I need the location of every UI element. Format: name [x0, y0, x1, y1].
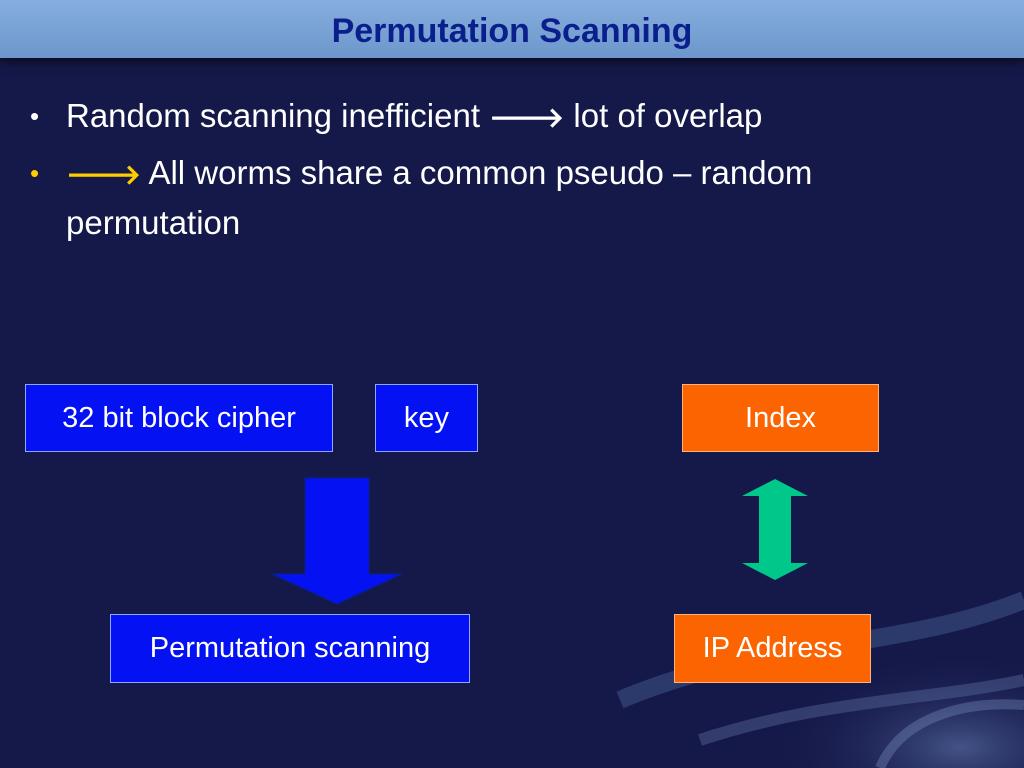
title-bar: Permutation Scanning: [0, 0, 1024, 58]
key-box-label: key: [403, 401, 450, 434]
ip-address-label: IP Address: [702, 632, 843, 664]
bullet-text: All worms share a common pseudo – random…: [66, 154, 813, 241]
slide-title: Permutation Scanning: [331, 12, 693, 50]
bullet-lead-text: Random scanning inefficient: [66, 97, 480, 134]
bullet-item: • 🡒 All worms share a common pseudo – ra…: [28, 149, 988, 247]
permutation-scanning-box: Permutation scanning: [110, 614, 470, 683]
right-arrow-icon: 🡒: [66, 159, 142, 190]
bullet-tail-text: lot of overlap: [573, 97, 763, 134]
bullet-dot: •: [30, 158, 40, 188]
cipher-box: 32 bit block cipher: [25, 384, 333, 452]
cipher-box-label: 32 bit block cipher: [62, 401, 296, 434]
ip-address-box: IP Address: [674, 614, 871, 683]
bullet-list: • Random scanning inefficient 🡒 lot of o…: [28, 92, 988, 254]
bullet-dot: •: [30, 101, 40, 131]
key-box: key: [375, 384, 478, 452]
index-box-label: Index: [745, 401, 816, 434]
right-arrow-icon: 🡒: [489, 102, 565, 133]
permutation-scanning-label: Permutation scanning: [149, 632, 431, 664]
bullet-item: • Random scanning inefficient 🡒 lot of o…: [28, 92, 988, 142]
index-box: Index: [682, 384, 879, 452]
